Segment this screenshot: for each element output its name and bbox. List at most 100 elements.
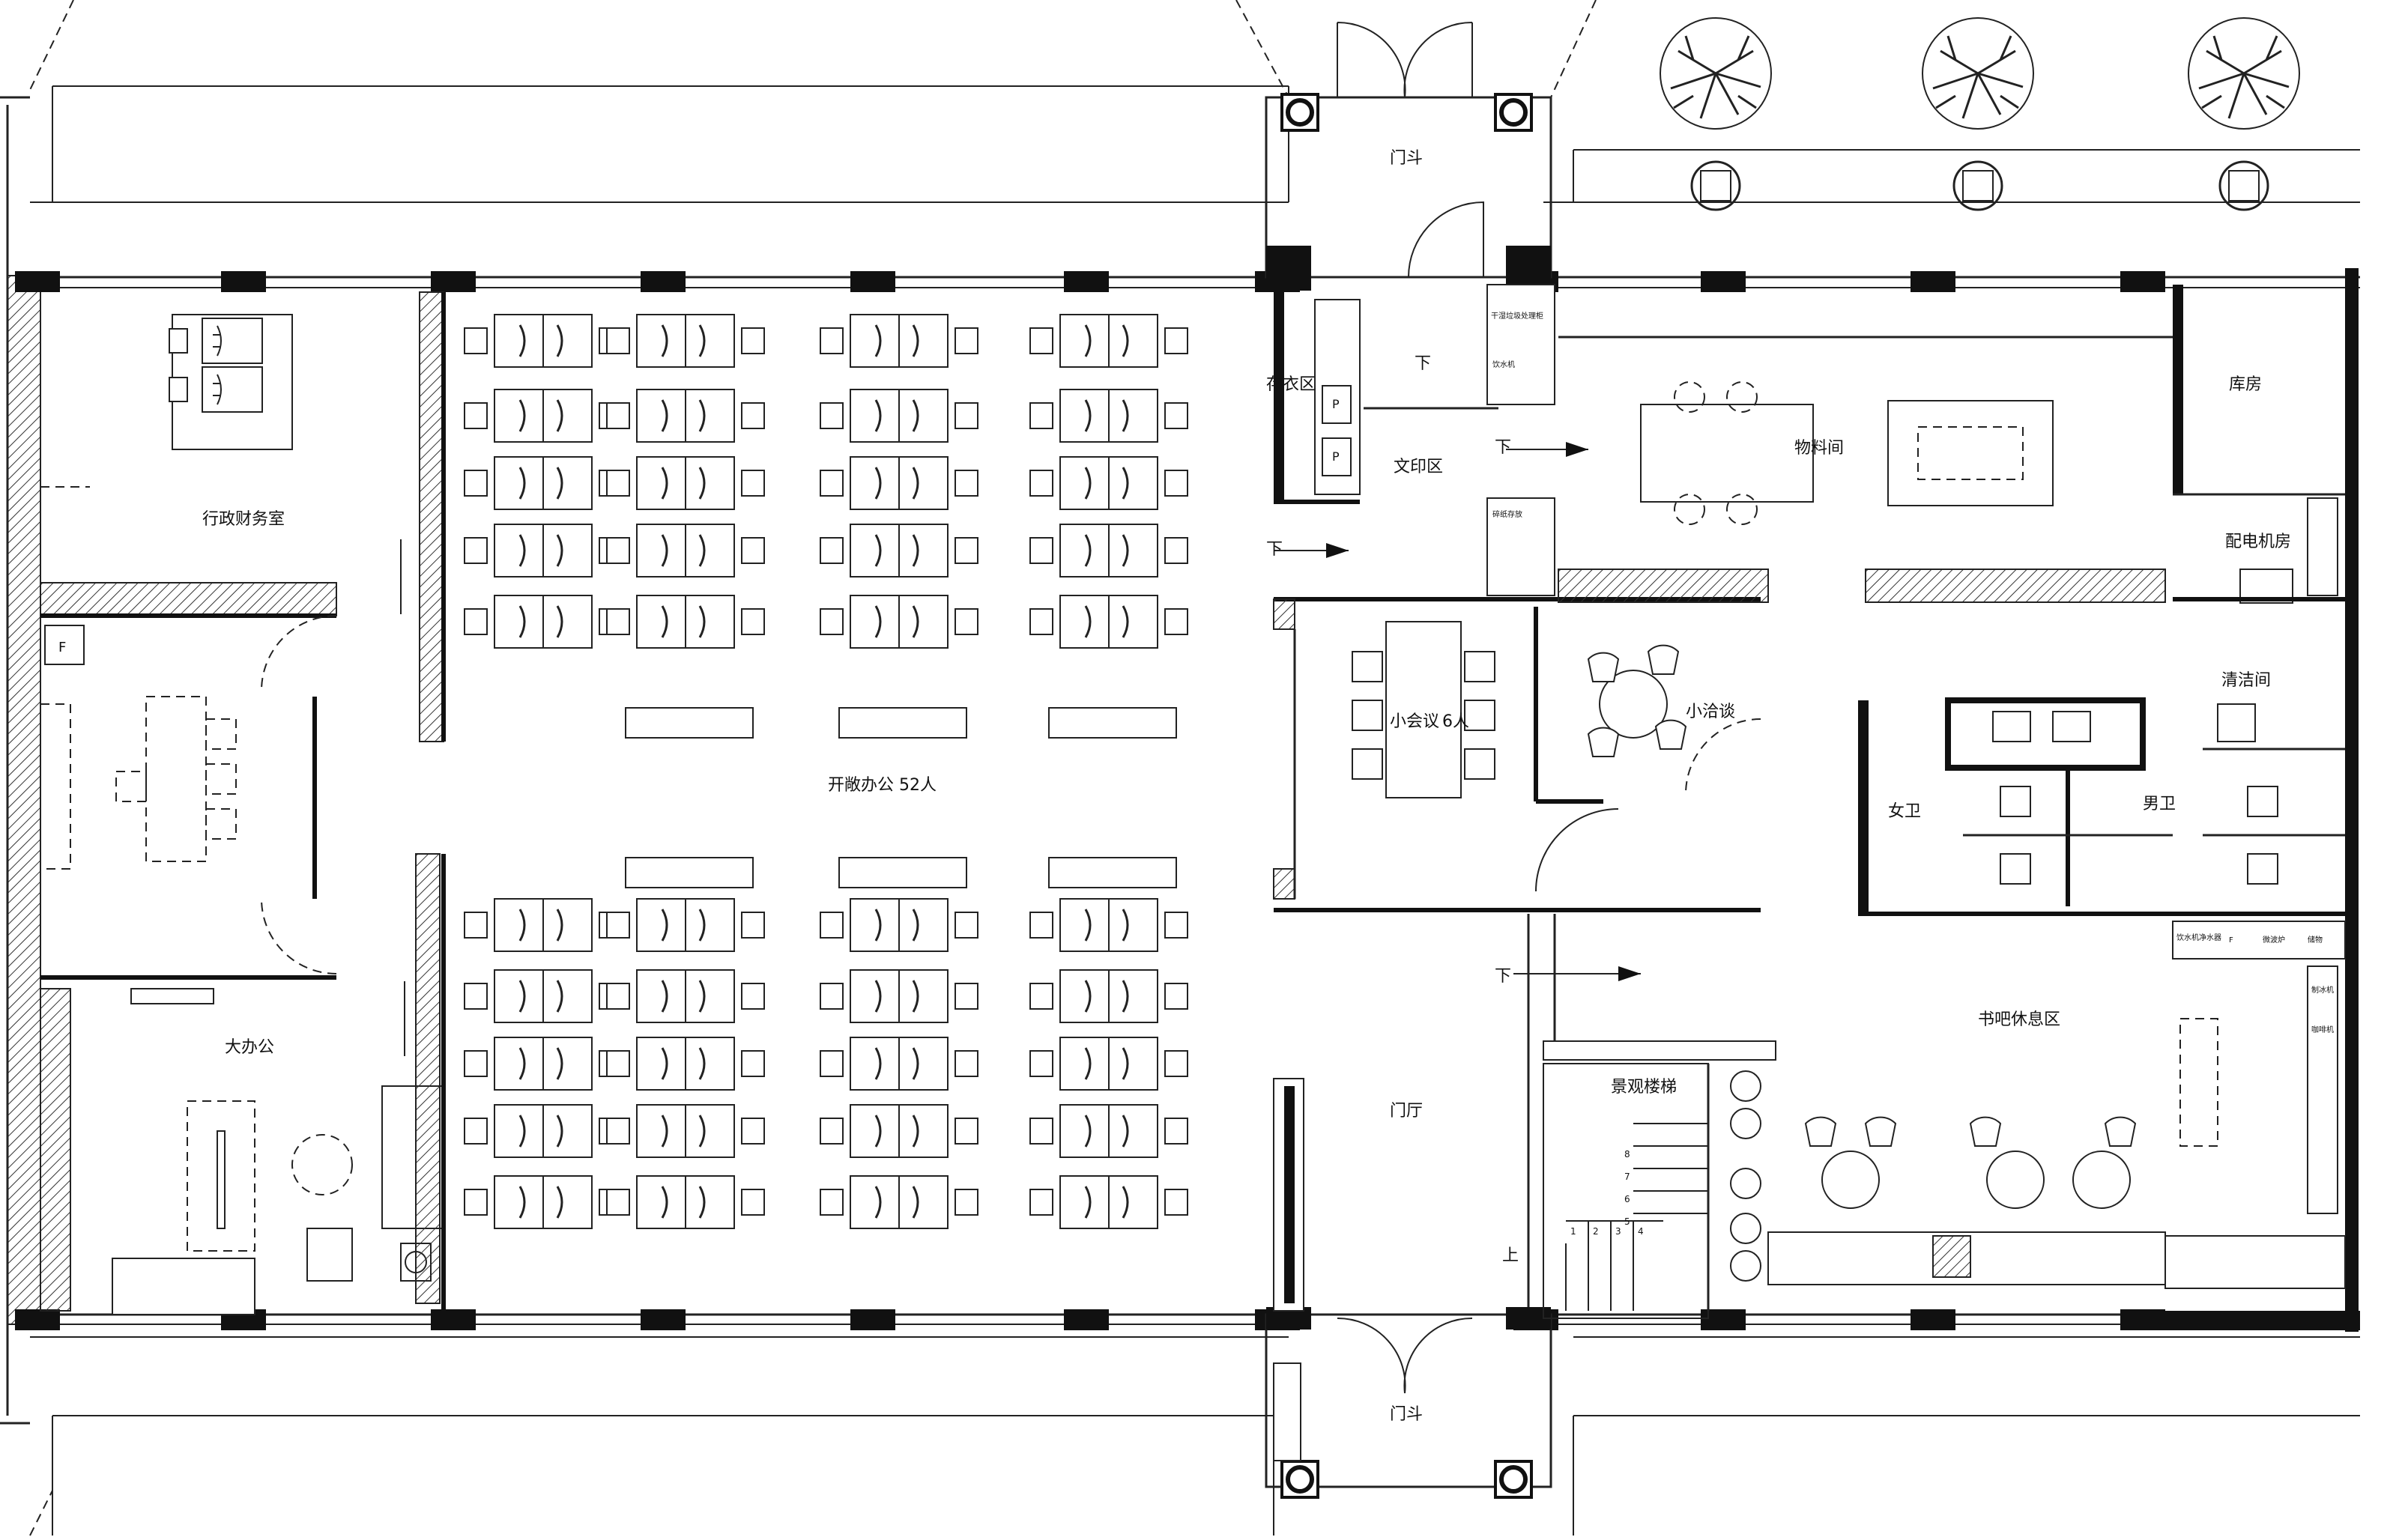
workstation-cluster: [820, 524, 978, 578]
men-wc-label: 男卫: [2143, 795, 2176, 813]
workstation-cluster: [606, 969, 765, 1023]
workstation-cluster: [606, 1104, 765, 1158]
storage-cabinet: [625, 857, 754, 888]
printer-mark: P: [1332, 449, 1340, 464]
workstation-cluster: [464, 1104, 623, 1158]
small-meeting-label: 小会议: [1390, 712, 1439, 731]
workstation-cluster: [606, 898, 765, 952]
workstation-cluster: [464, 314, 623, 368]
workstation-cluster: [606, 524, 765, 578]
workstation-cluster: [820, 389, 978, 443]
small-meeting-room: [1352, 607, 1603, 804]
workstation-cluster: [464, 456, 623, 510]
trees: [1659, 16, 2301, 211]
cloakroom-label: 存衣区: [1266, 375, 1316, 394]
fixture-label: 干湿垃圾处理柜: [1491, 311, 1543, 321]
workstation-cluster: [606, 389, 765, 443]
fixture-label: 碎纸存放: [1492, 509, 1522, 519]
workstation-cluster: [1029, 1037, 1188, 1091]
fixture-label: 咖啡机: [2311, 1025, 2334, 1034]
fixture-label: 微波炉: [2263, 935, 2285, 945]
stair-step-number: 1: [1570, 1226, 1576, 1237]
workstation-cluster: [606, 1175, 765, 1229]
chair-icon: [1970, 1116, 2001, 1147]
stair-step-number: 7: [1624, 1171, 1630, 1182]
workstation-cluster: [464, 1175, 623, 1229]
fixture-label: 饮水机净水器: [2176, 933, 2221, 942]
admin-finance-room: [40, 296, 337, 618]
small-talk-area: [1535, 644, 1761, 892]
big-office-label: 大办公: [225, 1038, 274, 1057]
printer-mark: P: [1332, 397, 1340, 411]
site-lines: [29, 0, 2360, 1536]
fixture-label: 制冰机: [2311, 985, 2334, 995]
tree-icon: [2187, 16, 2301, 211]
down-mark: 下: [1495, 438, 1511, 457]
chair-icon: [1865, 1116, 1896, 1147]
center-corridor: [1273, 284, 1761, 1312]
workstation-cluster: [464, 1037, 623, 1091]
material-room-label: 物料间: [1794, 439, 1844, 458]
print-area-label: 文印区: [1394, 458, 1443, 476]
workstation-cluster: [820, 314, 978, 368]
workstation-cluster: [1029, 898, 1188, 952]
down-mark: 下: [1266, 540, 1283, 559]
workstation-cluster: [1029, 389, 1188, 443]
workstation-cluster: [820, 898, 978, 952]
workstation-cluster: [1029, 456, 1188, 510]
vestibule-bottom-label: 门斗: [1390, 1405, 1423, 1424]
stair-step-number: 2: [1593, 1226, 1599, 1237]
stair-step-number: 4: [1638, 1226, 1644, 1237]
cleaning-room-label: 清洁间: [2221, 671, 2271, 690]
stair-step-number: 5: [1624, 1216, 1630, 1227]
book-lounge-label: 书吧休息区: [1978, 1010, 2060, 1029]
workstation-cluster: [820, 595, 978, 649]
fixture-label: F: [2229, 936, 2233, 945]
workstation-cluster: [606, 595, 765, 649]
open-office-workstations: [464, 314, 1188, 1229]
workstation-cluster: [606, 314, 765, 368]
down-mark: 下: [1415, 354, 1431, 373]
workstation-cluster: [606, 456, 765, 510]
direction-arrows: [1274, 442, 1641, 981]
workstation-cluster: [464, 524, 623, 578]
workstation-cluster: [820, 1104, 978, 1158]
left-meeting-room: [40, 615, 337, 980]
chair-icon: [1648, 644, 1679, 675]
vestibule-bottom: [1265, 1307, 1552, 1497]
fixture-label: 储物: [2308, 935, 2323, 945]
women-wc-label: 女卫: [1888, 802, 1921, 821]
chair-icon: [1655, 719, 1686, 750]
fixture-label: 饮水机: [1492, 360, 1515, 369]
building-envelope: [0, 96, 2360, 1425]
down-mark: 下: [1495, 967, 1511, 986]
small-meeting-capacity: 6人: [1442, 712, 1469, 731]
workstation-cluster: [820, 456, 978, 510]
workstation-cluster: [820, 1175, 978, 1229]
workstation-cluster: [1029, 1175, 1188, 1229]
small-talk-label: 小洽谈: [1686, 703, 1735, 721]
storage-cabinet: [838, 707, 967, 739]
workstation-cluster: [820, 1037, 978, 1091]
chair-icon: [1588, 652, 1619, 682]
fridge-mark: F: [58, 640, 66, 655]
workstation-cluster: [820, 969, 978, 1023]
lobby-label: 门厅: [1390, 1102, 1423, 1121]
chair-icon: [1805, 1116, 1836, 1147]
workstation-cluster: [1029, 314, 1188, 368]
workstation-cluster: [464, 595, 623, 649]
workstation-cluster: [606, 1037, 765, 1091]
open-office-partition: [400, 291, 446, 1315]
chair-icon: [2105, 1116, 2136, 1147]
restrooms: [1858, 697, 2345, 916]
vestibule-top-label: 门斗: [1390, 149, 1423, 168]
stair-step-number: 6: [1624, 1194, 1630, 1204]
power-room-label: 配电机房: [2225, 533, 2291, 551]
workstation-cluster: [464, 969, 623, 1023]
open-office-label: 开敞办公 52人: [828, 776, 937, 795]
landscape-stair-label: 景观楼梯: [1611, 1078, 1677, 1097]
workstation-cluster: [1029, 595, 1188, 649]
tree-icon: [1659, 16, 1773, 211]
workstation-cluster: [1029, 969, 1188, 1023]
